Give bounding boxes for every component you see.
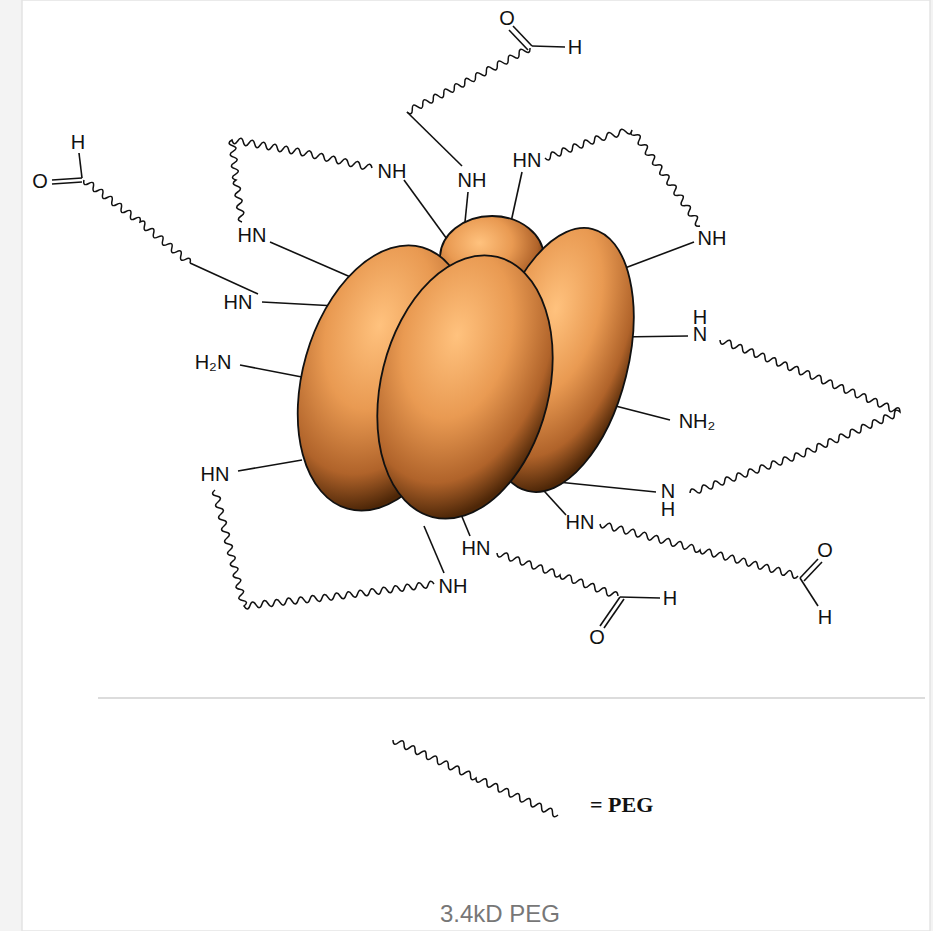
- chemical-group-label: NH: [698, 228, 727, 248]
- peg-chains: [84, 48, 900, 609]
- chemical-group-label: O: [817, 540, 833, 560]
- peg-chain: [690, 340, 900, 493]
- chemical-group-label: HN: [513, 150, 542, 170]
- protein-subunits: [269, 213, 659, 538]
- chemical-group-label: HN: [462, 538, 491, 558]
- chemical-group-label: HN: [201, 464, 230, 484]
- chemical-group-label: H₂N: [195, 352, 232, 372]
- peg-chain: [545, 129, 700, 226]
- chemical-group-label: H: [568, 37, 582, 57]
- chemical-group-label: N: [693, 324, 707, 344]
- chemical-group-label: HN: [566, 512, 595, 532]
- legend-text: = PEG: [590, 794, 653, 816]
- chemical-group-label: N: [661, 481, 675, 501]
- chemical-group-label: O: [589, 627, 605, 647]
- aldehyde-bonds: [52, 26, 822, 628]
- chemical-group-label: NH: [439, 576, 468, 596]
- chemical-group-label: NH: [458, 170, 487, 190]
- chemical-group-label: H: [663, 588, 677, 608]
- card-ground: [22, 0, 930, 931]
- chemical-group-label: H: [71, 132, 85, 152]
- chemical-group-label: HN: [224, 292, 253, 312]
- figure-caption: 3.4kD PEG: [440, 902, 560, 926]
- chemical-group-label: O: [499, 8, 515, 28]
- chemical-group-label: NH₂: [679, 411, 716, 431]
- chemical-group-label: NH: [378, 161, 407, 181]
- amine-bonds: [190, 112, 737, 573]
- peg-chain: [407, 48, 530, 114]
- chemical-group-label: HN: [238, 225, 267, 245]
- separator-line: [98, 697, 925, 699]
- peg-chain: [213, 490, 434, 609]
- chemical-group-label: H: [818, 607, 832, 627]
- chemical-group-label: H: [661, 499, 675, 519]
- peg-chain: [600, 523, 798, 578]
- chemical-group-label: O: [32, 171, 48, 191]
- peg-chain: [84, 180, 191, 263]
- peg-chain: [497, 553, 618, 596]
- peg-chain: [229, 138, 372, 222]
- legend-sample: [393, 740, 558, 817]
